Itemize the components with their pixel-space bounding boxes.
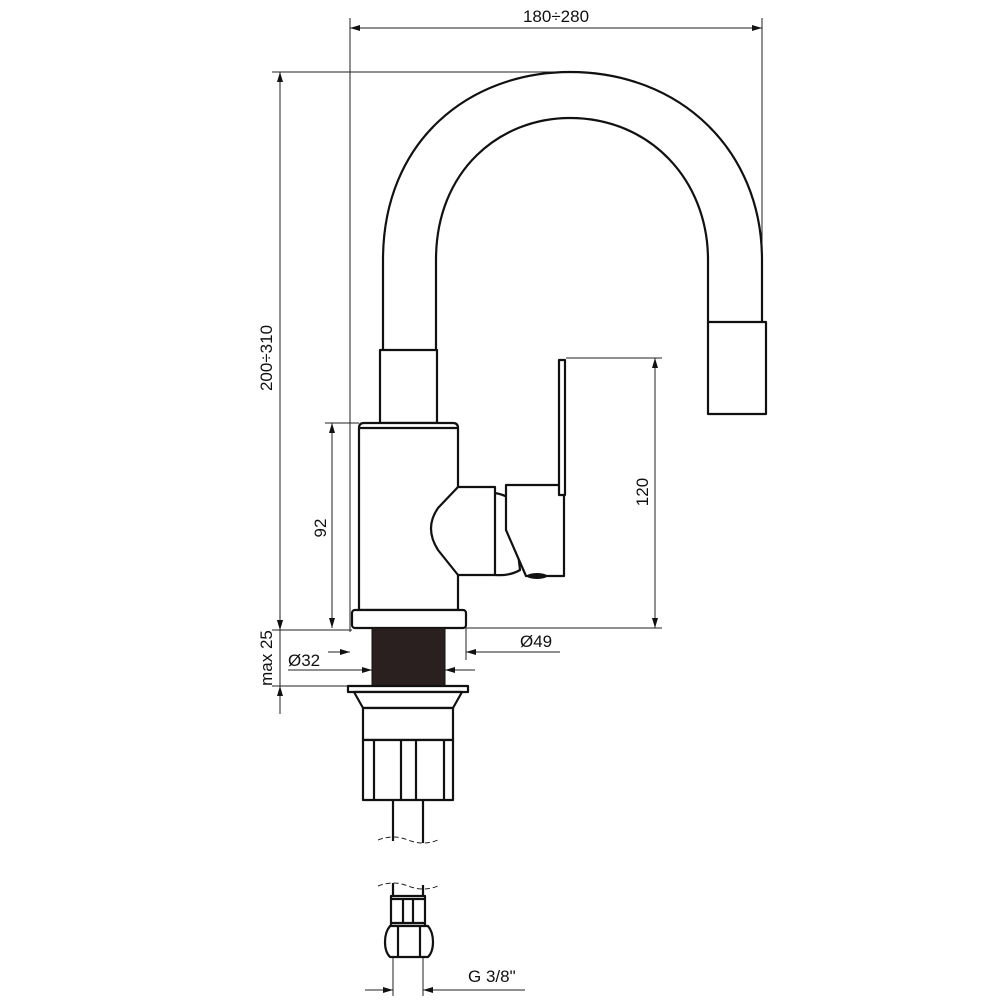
dimension-max-thickness: max 25	[257, 600, 283, 714]
spout-reach-label: 180÷280	[523, 7, 589, 26]
body-height-label: 92	[311, 519, 330, 538]
aerator	[706, 320, 768, 416]
dimension-connection-thread: G 3/8"	[365, 967, 525, 993]
base-diameter-label: Ø49	[520, 632, 552, 651]
dimension-total-height: 200÷310	[257, 72, 283, 630]
connection-thread-label: G 3/8"	[468, 967, 516, 986]
hose-connector	[383, 894, 435, 959]
flange	[352, 690, 464, 710]
dimension-body-height: 92	[311, 423, 335, 628]
mounting-body	[361, 706, 455, 742]
swivel-neck	[378, 348, 439, 425]
extension-lines	[272, 18, 763, 996]
dimension-base-diameter: Ø49	[328, 632, 560, 655]
dimension-thread-diameter: Ø32	[288, 651, 475, 673]
threaded-shank	[371, 627, 446, 687]
base-ring	[350, 608, 468, 630]
mounting-nut	[361, 738, 455, 802]
max-thickness-label: max 25	[257, 630, 276, 686]
total-height-label: 200÷310	[257, 325, 276, 391]
dimension-spout-reach: 180÷280	[350, 7, 762, 31]
lever	[429, 358, 567, 579]
thread-diameter-label: Ø32	[288, 651, 320, 670]
spout	[381, 70, 768, 416]
lever-height-label: 120	[633, 478, 652, 506]
dimension-lever-height: 120	[633, 358, 658, 628]
supply-hoses	[377, 800, 439, 898]
